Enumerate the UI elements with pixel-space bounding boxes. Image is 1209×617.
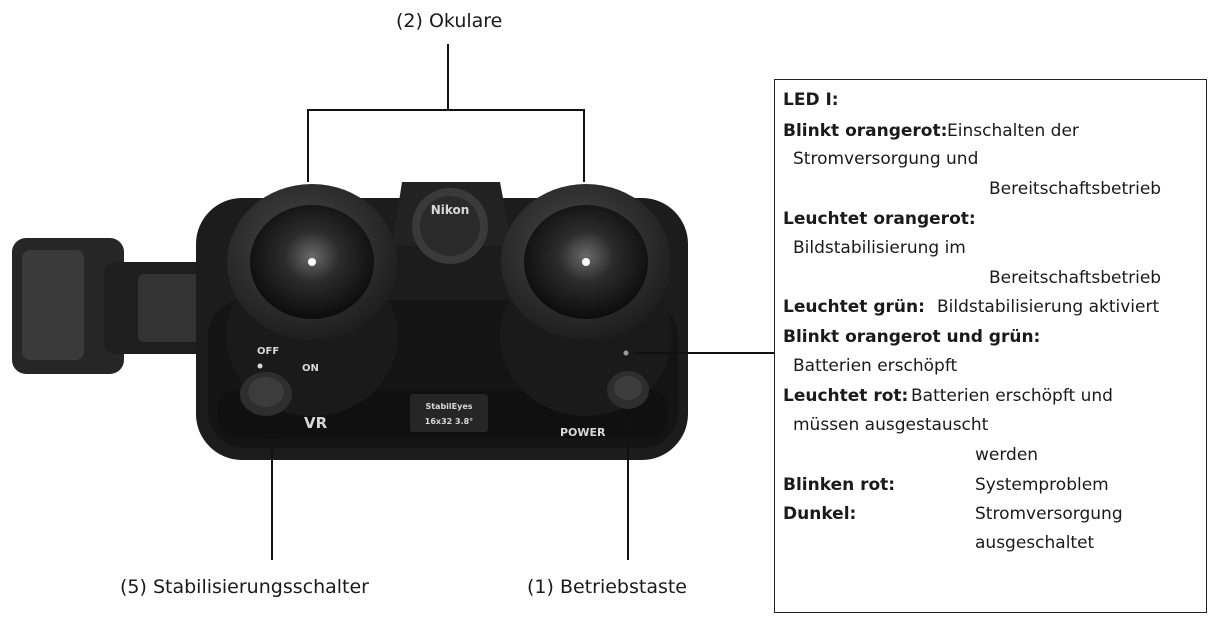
led-entry-text: ausgeschaltet [975,533,1095,553]
leader-lines [271,44,774,560]
power-button[interactable] [607,371,649,409]
led-entry-text: Batterien erschöpft [793,356,958,376]
label-power: POWER [560,426,606,439]
led-entry-text: Bereitschaftsbetrieb [989,179,1162,199]
off-indicator-dot [257,363,263,369]
led-entry-label: Leuchtet grün: [783,297,925,317]
led-entry-text: Stromversorgung [975,504,1123,524]
model-spec: 16x32 3.8° [425,417,473,426]
callout-power-button: (1) Betriebstaste [527,576,687,598]
label-off: OFF [257,346,279,357]
led-indicator [623,350,629,356]
led-entry-label: Dunkel: [783,504,857,524]
led-entry-text: Systemproblem [975,475,1109,495]
led-entry-text: Bildstabilisierung im [793,238,966,258]
led-entry-text: Bereitschaftsbetrieb [989,268,1162,288]
led-entry-text: Batterien erschöpft und [911,386,1113,406]
strap-attachment [12,238,222,374]
vr-switch[interactable] [240,372,292,416]
led-entry-text: Bildstabilisierung aktiviert [937,297,1160,317]
led-legend-box: LED I: Blinkt orangerot: Einschalten der… [774,79,1207,613]
brand-logo: Nikon [431,203,470,217]
led-entry-text: werden [975,445,1039,465]
label-on: ON [302,363,319,374]
led-entry-label: Leuchtet rot: [783,386,909,406]
led-entry-text: müssen ausgestauscht [793,415,989,435]
led-entry-text: Stromversorgung und [793,149,979,169]
led-entry-label: Blinkt orangerot und grün: [783,327,1041,347]
led-entry-label: Blinken rot: [783,475,896,495]
led-box-title: LED I: [783,90,839,110]
callout-stabilizer-switch: (5) Stabilisierungsschalter [120,576,369,598]
label-vr: VR [304,414,328,432]
led-entry-label: Leuchtet orangerot: [783,209,976,229]
model-plate: StabilEyes 16x32 3.8° [410,394,488,432]
led-entry-text: Einschalten der [947,121,1079,141]
model-name: StabilEyes [425,402,472,411]
focus-dial: Nikon [412,188,488,264]
led-entry-label: Blinkt orangerot: [783,121,948,141]
callout-eyepieces: (2) Okulare [396,10,503,32]
